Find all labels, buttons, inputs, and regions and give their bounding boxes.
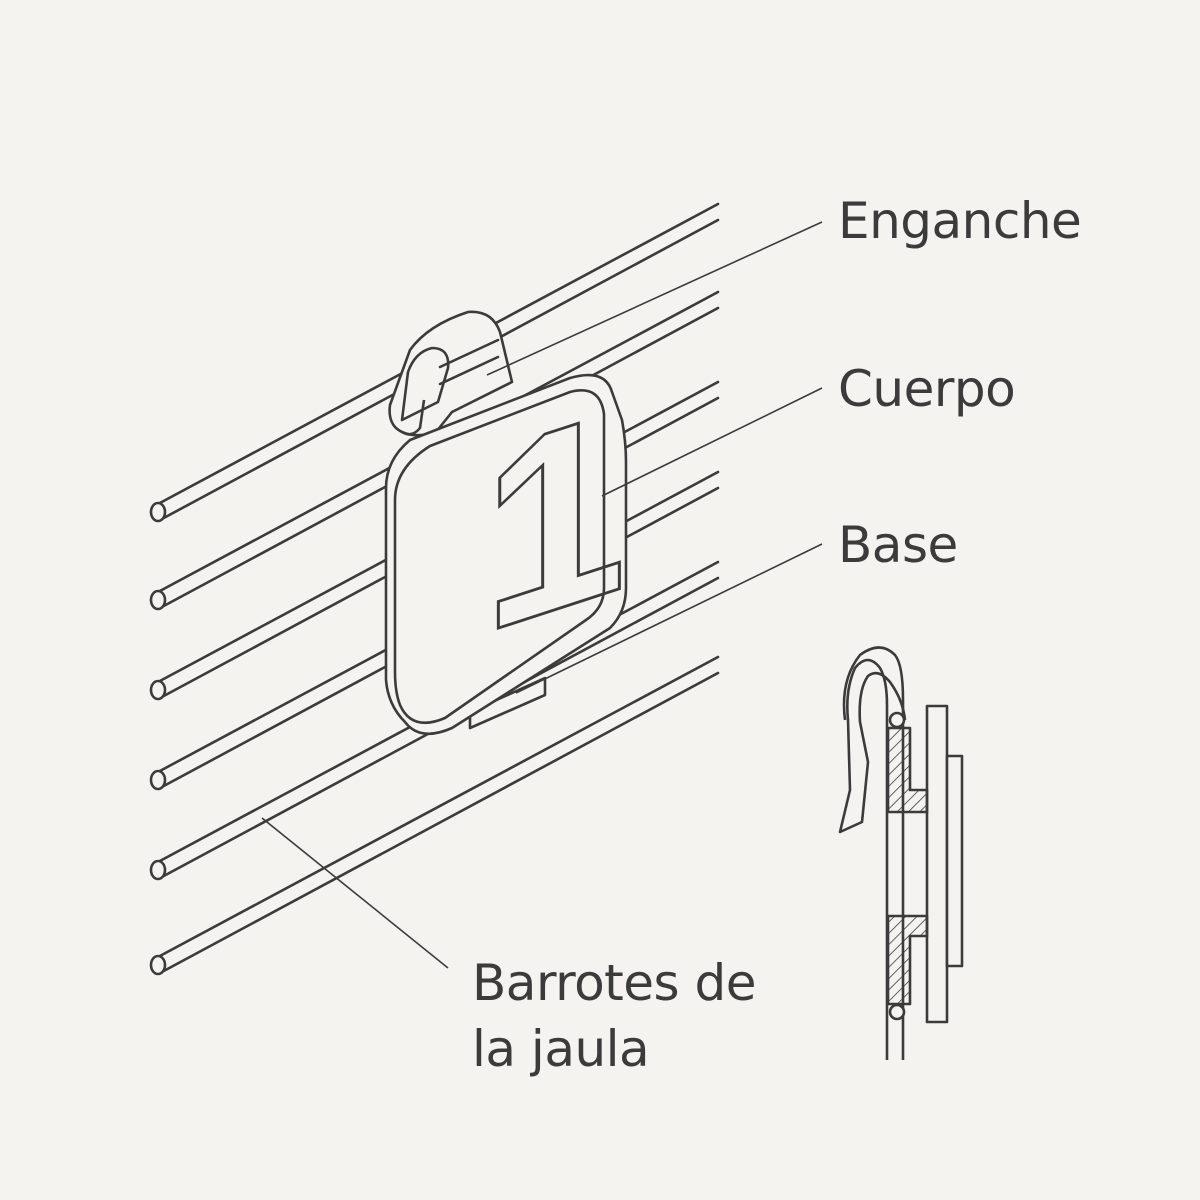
label-cage-bars-line-2: la jaula: [472, 1020, 650, 1078]
cage-bar-end: [149, 501, 167, 523]
tag-number: 1: [482, 352, 627, 689]
label-body: Cuerpo: [838, 360, 1016, 418]
label-cage-bars-line-1: Barrotes de: [472, 954, 756, 1012]
leader-lines: [261, 221, 823, 969]
cage-bar-end: [149, 679, 167, 701]
cage-bar-end: [149, 589, 167, 611]
cross-section-detail: [838, 646, 964, 1060]
label-cage-bars: Barrotes de la jaula: [472, 950, 756, 1082]
cage-bar-end: [149, 859, 167, 881]
cage-bar: [149, 655, 720, 976]
cage-bar-end: [149, 769, 167, 791]
tag-body: [384, 373, 628, 736]
cage-bar-end: [149, 954, 167, 976]
label-hook: Enganche: [838, 192, 1082, 250]
label-base: Base: [838, 516, 958, 574]
